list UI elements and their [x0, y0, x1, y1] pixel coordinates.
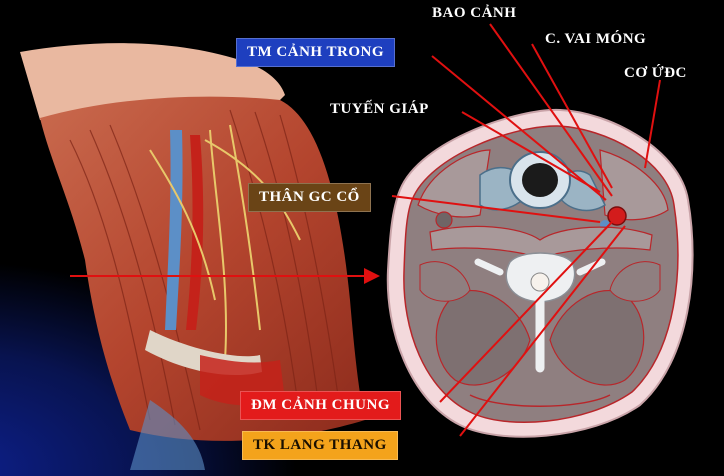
label-tm-canh-trong: TM CẢNH TRONG [236, 38, 396, 67]
tuyen-giap-pointer [461, 111, 601, 193]
label-bao-canh: BAO CẢNH [432, 5, 517, 21]
label-than-gc-co: THÂN GC CỔ [248, 183, 371, 212]
label-tuyen-giap: TUYẾN GIÁP [330, 101, 429, 117]
dm-canh-chung-pointer [439, 221, 613, 403]
co-udc-pointer [644, 79, 661, 169]
c-vai-mong-pointer [531, 43, 613, 189]
than-gc-co-pointer [391, 195, 601, 223]
tk-lang-thang-pointer [459, 225, 626, 437]
label-tk-lang-thang: TK LANG THANG [242, 431, 398, 460]
label-co-udc: CƠ ỨĐC [624, 65, 687, 81]
tm-canh-trong-pointer [431, 55, 607, 201]
bao-canh-pointer [489, 23, 613, 197]
label-dm-canh-chung: ĐM CẢNH CHUNG [240, 391, 401, 420]
label-c-vai-mong: C. VAI MÓNG [545, 31, 647, 47]
